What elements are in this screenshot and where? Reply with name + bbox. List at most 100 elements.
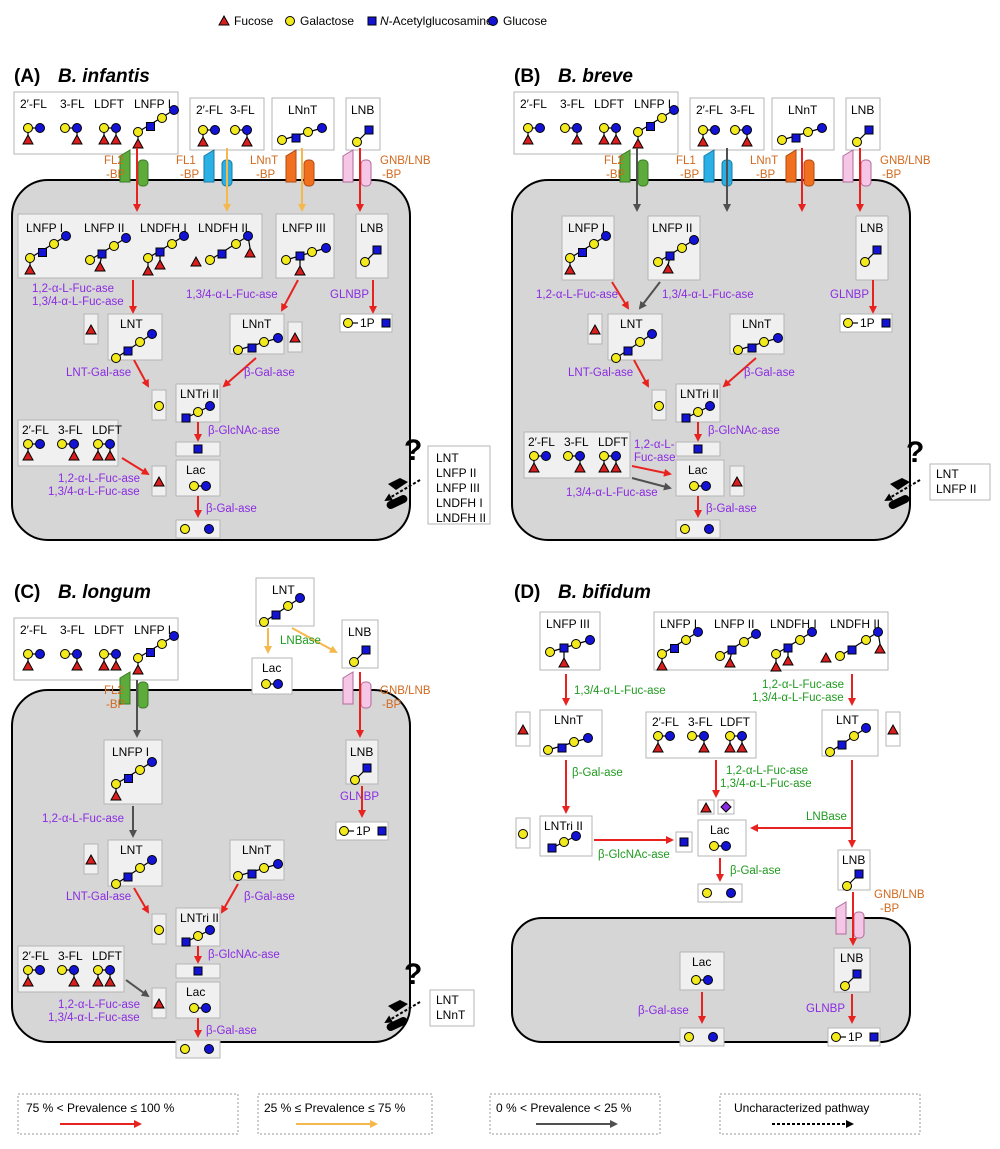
panel-b-tag: (B) [514,66,540,87]
label: LNB [840,951,863,965]
label: LNFP II [936,482,976,496]
label: 3-FL [730,103,755,117]
label: 2′-FL [22,423,49,437]
label: LNnT [288,103,318,117]
label: LNnT [554,713,584,727]
label: Lac [692,955,711,969]
label: LNTri II [180,911,219,925]
enzyme-label: β-GlcNAc-ase [708,425,780,437]
label: Lac [710,823,729,837]
enzyme-label: LNBase [280,635,321,647]
enzyme-label: β-Gal-ase [244,891,295,903]
enzyme-label: 1,2-α-L-Fuc-ase [58,999,140,1011]
glnbp-product [335,821,389,841]
legend-glcnac: N-Acetylglucosamine [380,14,493,28]
label: 1P [848,1030,863,1044]
int-box-b3 [855,215,889,281]
ext-box-d-lnb [837,849,871,891]
enzyme-label: 1,3/4-α-L-Fuc-ase [662,289,754,301]
label: LNT [436,451,459,465]
label: LDFT [92,949,123,963]
label: LNFP I [26,221,63,235]
bp-label: -BP [882,169,902,181]
enzyme-label: LNT-Gal-ase [568,367,633,379]
panel-b-species: B. breve [558,66,633,87]
label: LNDFH II [436,511,486,525]
enzyme-label: 1,2-α-L-Fuc-ase [32,283,114,295]
unknown-symbol: ? [404,434,422,467]
label: LNT [436,993,459,1007]
enzyme-label: β-Gal-ase [730,865,781,877]
enzyme-label: GLNBP [830,289,869,301]
bp-label: GNB/LNB [874,889,925,901]
label: LNDFH II [198,221,248,235]
enzyme-label: 1,3/4-α-L-Fuc-ase [32,296,124,308]
enzyme-label: 1,2-α-L-Fuc-ase [536,289,618,301]
panel-d-tag: (D) [514,582,540,603]
label: LNFP I [634,97,671,111]
enzyme-label: 1,3/4-α-L-Fuc-ase [752,692,844,704]
label: LNFP III [436,481,480,495]
bp-label: GNB/LNB [380,685,431,697]
label: LNFP III [546,617,590,631]
enzyme-label: β-Gal-ase [572,767,623,779]
int-box-a3 [355,213,389,279]
label: LNDFH I [140,221,187,235]
glnbp-product [339,313,393,333]
bp-label: LNnT [750,155,778,167]
label: 1P [360,316,375,330]
unknown-symbol: ? [404,958,422,991]
legend-red-label: 75 % < Prevalence ≤ 100 % [26,1101,175,1115]
label: LNB [360,221,383,235]
label: 3-FL [58,423,83,437]
label: LNFP I [660,617,697,631]
unknown-list [929,463,991,501]
enzyme-label: 1,2-α-L-Fuc-ase [42,813,124,825]
int-box-b2 [647,215,701,281]
label: LDFT [94,97,125,111]
legend-yellow-label: 25 % ≤ Prevalence ≤ 75 % [264,1101,406,1115]
label: LNB [351,103,374,117]
label: LNFP II [652,221,692,235]
ext-box-d2 [653,611,889,671]
diamond-icon [720,801,732,813]
bp-label: -BP [106,699,126,711]
galactose-icon [285,16,295,26]
bp-label: GNB/LNB [880,155,931,167]
bp-label: FL1 [676,155,696,167]
unknown-symbol: ? [906,436,924,469]
label: LNDFH I [770,617,817,631]
int-box-d-lac-in [679,951,725,991]
panel-c-species: B. longum [58,582,151,603]
label: LNB [348,625,371,639]
label: 3-FL [60,97,85,111]
legend-dotted-label: Uncharacterized pathway [734,1101,869,1115]
enzyme-label: 1,3/4-α-L-Fuc-ase [48,1012,140,1024]
label: LNT [120,317,143,331]
label: 1P [356,824,371,838]
int-box-d-lac [697,819,747,857]
label: LNFP II [436,466,476,480]
label: LDFT [598,435,629,449]
label: Lac [688,463,707,477]
glcnac-icon [367,16,377,26]
label: LNFP I [568,221,605,235]
bp-label: FL2 [104,155,124,167]
label: LNnT [242,843,272,857]
bp-label: -BP [382,699,402,711]
label: LNT [120,843,143,857]
label: LNTri II [180,387,219,401]
label: 1P [860,316,875,330]
label: LNT [272,583,295,597]
label: LNDFH I [436,496,483,510]
int-box-lac [175,459,221,497]
label: LNFP II [714,617,754,631]
bp-label: -BP [106,169,126,181]
legend-red-box [17,1093,239,1135]
label: LNFP III [282,221,326,235]
label: LNTri II [544,819,583,833]
enzyme-label: β-Gal-ase [638,1005,689,1017]
panel-a-species: B. infantis [58,66,150,87]
enzyme-label: LNT-Gal-ase [66,367,131,379]
